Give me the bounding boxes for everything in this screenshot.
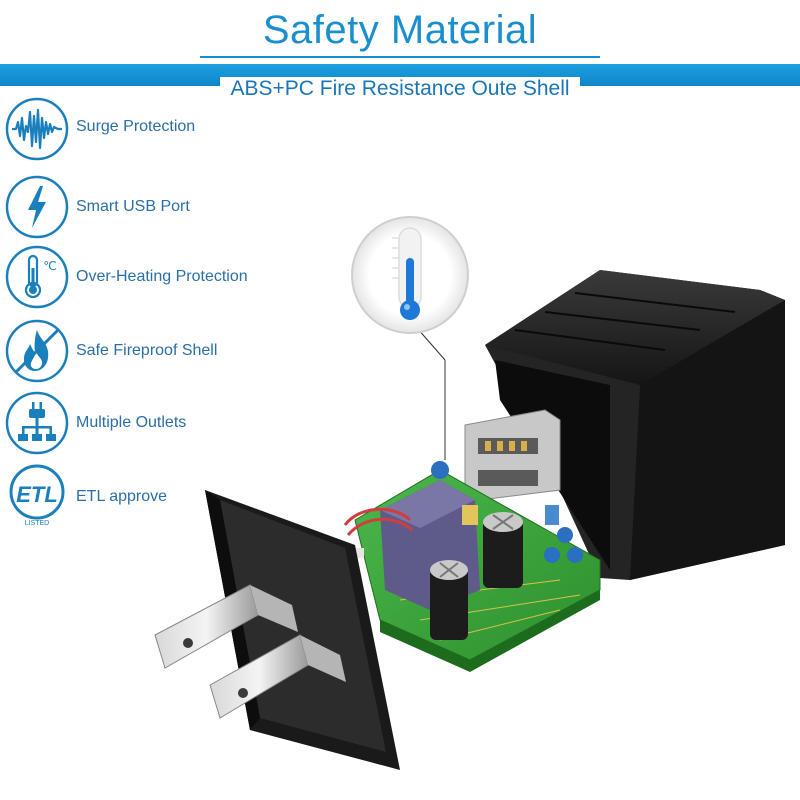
lightning-bolt-icon (5, 175, 69, 239)
feature-surge-protection: Surge Protection (4, 96, 304, 166)
feature-smart-usb-port: Smart USB Port (4, 174, 304, 244)
subtitle-text: ABS+PC Fire Resistance Oute Shell (220, 77, 580, 100)
feature-label: Safe Fireproof Shell (76, 342, 218, 359)
usb-ports (464, 409, 561, 501)
feature-label: Smart USB Port (76, 198, 190, 215)
charger-illustration (154, 216, 785, 770)
etl-text: ETL (16, 482, 58, 507)
etl-logo-icon: ETL LISTED (9, 464, 65, 527)
feature-safe-fireproof-shell: Safe Fireproof Shell (4, 318, 304, 388)
feature-label: Surge Protection (76, 118, 196, 135)
feature-multiple-outlets: Multiple Outlets (4, 390, 304, 460)
feature-label: ETL approve (76, 488, 168, 505)
page-title: Safety Material (262, 8, 538, 52)
plug-network-icon (5, 391, 69, 455)
flame-icon (5, 319, 69, 383)
thermometer-callout (351, 216, 469, 460)
feature-label: Multiple Outlets (76, 414, 187, 431)
listed-text: LISTED (25, 520, 50, 527)
charger-shell (485, 270, 785, 580)
feature-over-heating-protection: ℃ Over-Heating Protection (4, 244, 304, 314)
blue-band (0, 64, 800, 86)
celsius-text: ℃ (43, 259, 56, 273)
components (343, 461, 583, 640)
waveform-icon (5, 97, 69, 161)
title-underline (200, 56, 600, 58)
thermometer-icon: ℃ (5, 245, 69, 309)
feature-label: Over-Heating Protection (76, 268, 248, 285)
feature-etl-approve: ETL LISTED ETL approve (4, 462, 304, 532)
plug-prongs (154, 584, 346, 719)
subtitle: ABS+PC Fire Resistance Oute Shell (0, 74, 800, 104)
